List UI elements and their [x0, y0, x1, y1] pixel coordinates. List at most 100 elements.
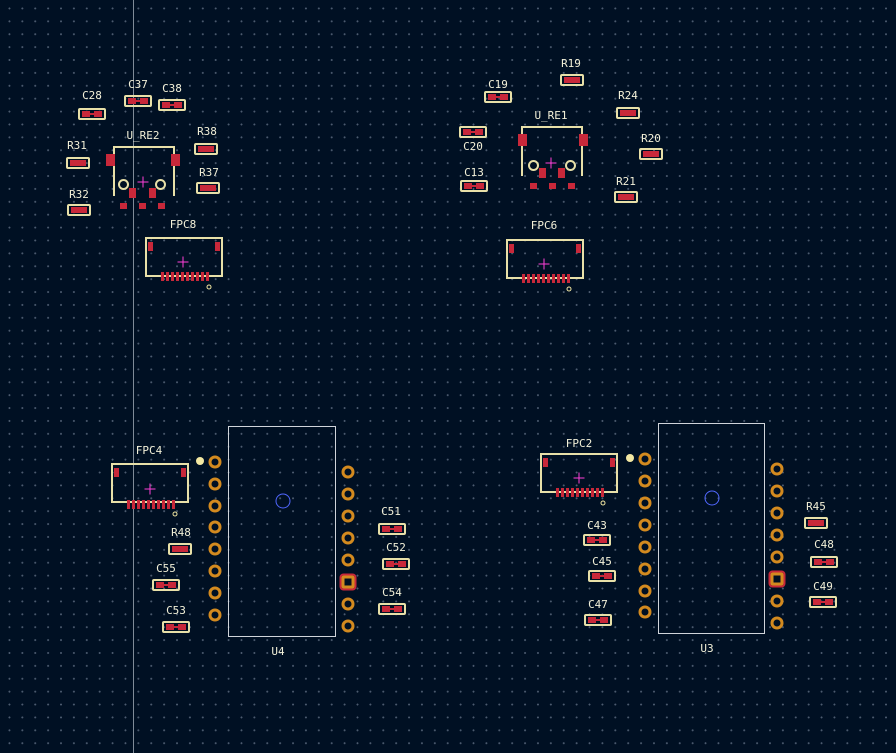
ref-C37: C37: [128, 78, 148, 91]
resistor-R24[interactable]: [616, 107, 640, 119]
pin1-marker-FPC8: [206, 284, 212, 290]
resistor-R48[interactable]: [168, 543, 192, 555]
through-hole-pad[interactable]: [770, 528, 784, 542]
ref-C52: C52: [386, 541, 406, 554]
origin-marker-U_RE1: [545, 157, 557, 169]
through-hole-pad[interactable]: [638, 540, 652, 554]
ref-C43: C43: [587, 519, 607, 532]
ref-R24: R24: [618, 89, 638, 102]
ref-R37: R37: [199, 166, 219, 179]
ref-U_RE2: U_RE2: [126, 129, 160, 142]
through-hole-pad[interactable]: [341, 597, 355, 611]
ref-C47: C47: [588, 598, 608, 611]
through-hole-pad[interactable]: [770, 484, 784, 498]
ref-R21: R21: [616, 175, 636, 188]
ref-C53: C53: [166, 604, 186, 617]
through-hole-pad[interactable]: [638, 496, 652, 510]
through-hole-pad[interactable]: [638, 562, 652, 576]
ref-R32: R32: [69, 188, 89, 201]
capacitor-C55[interactable]: [152, 579, 180, 591]
ref-U3: U3: [700, 642, 714, 655]
capacitor-C20[interactable]: [459, 126, 487, 138]
module-U4[interactable]: [228, 426, 336, 637]
connector-FPC8[interactable]: [145, 237, 223, 287]
ref-C55: C55: [156, 562, 176, 575]
through-hole-pad[interactable]: [341, 553, 355, 567]
through-hole-pad[interactable]: [341, 531, 355, 545]
ref-R20: R20: [641, 132, 661, 145]
ref-U_RE1: U_RE1: [534, 109, 568, 122]
resistor-R37[interactable]: [196, 182, 220, 194]
ref-R38: R38: [197, 125, 217, 138]
rotary-encoder-U_RE2[interactable]: [106, 146, 180, 212]
capacitor-C47[interactable]: [584, 614, 612, 626]
through-hole-pad[interactable]: [341, 509, 355, 523]
capacitor-C43[interactable]: [583, 534, 611, 546]
ref-C54: C54: [382, 586, 402, 599]
capacitor-C51[interactable]: [378, 523, 406, 535]
through-hole-pad-square[interactable]: [339, 573, 357, 591]
through-hole-pad[interactable]: [770, 462, 784, 476]
pin1-marker-U4: [196, 457, 204, 465]
ref-C20: C20: [463, 140, 483, 153]
through-hole-pad[interactable]: [638, 452, 652, 466]
ref-C49: C49: [813, 580, 833, 593]
capacitor-C28[interactable]: [78, 108, 106, 120]
resistor-R45[interactable]: [804, 517, 828, 529]
through-hole-pad[interactable]: [208, 455, 222, 469]
rotary-encoder-U_RE1[interactable]: [516, 126, 588, 192]
through-hole-pad[interactable]: [770, 506, 784, 520]
capacitor-C52[interactable]: [382, 558, 410, 570]
through-hole-pad[interactable]: [341, 487, 355, 501]
ref-C19: C19: [488, 78, 508, 91]
through-hole-pad[interactable]: [341, 465, 355, 479]
module-U3[interactable]: [658, 423, 765, 634]
resistor-R38[interactable]: [194, 143, 218, 155]
capacitor-C38[interactable]: [158, 99, 186, 111]
connector-FPC2[interactable]: [540, 453, 618, 503]
through-hole-pad[interactable]: [770, 594, 784, 608]
through-hole-pad[interactable]: [638, 518, 652, 532]
capacitor-C49[interactable]: [809, 596, 837, 608]
through-hole-pad[interactable]: [770, 616, 784, 630]
resistor-R32[interactable]: [67, 204, 91, 216]
origin-marker-FPC2: [573, 472, 585, 484]
resistor-R21[interactable]: [614, 191, 638, 203]
through-hole-pad[interactable]: [208, 520, 222, 534]
ref-FPC4: FPC4: [135, 444, 163, 457]
pin1-marker-U3: [626, 454, 634, 462]
origin-marker-U_RE2: [137, 176, 149, 188]
through-hole-pad[interactable]: [208, 564, 222, 578]
ref-FPC8: FPC8: [169, 218, 197, 231]
through-hole-pad[interactable]: [208, 608, 222, 622]
through-hole-pad[interactable]: [770, 550, 784, 564]
through-hole-pad[interactable]: [208, 477, 222, 491]
ref-R31: R31: [67, 139, 87, 152]
pin1-marker-FPC4: [172, 511, 178, 517]
through-hole-pad[interactable]: [638, 474, 652, 488]
resistor-R20[interactable]: [639, 148, 663, 160]
capacitor-C45[interactable]: [588, 570, 616, 582]
connector-FPC4[interactable]: [111, 463, 189, 513]
connector-FPC6[interactable]: [506, 239, 584, 289]
origin-marker-FPC8: [177, 256, 189, 268]
through-hole-pad[interactable]: [638, 605, 652, 619]
capacitor-C53[interactable]: [162, 621, 190, 633]
capacitor-C13[interactable]: [460, 180, 488, 192]
through-hole-pad[interactable]: [208, 542, 222, 556]
resistor-R19[interactable]: [560, 74, 584, 86]
ref-R19: R19: [561, 57, 581, 70]
through-hole-pad[interactable]: [341, 619, 355, 633]
resistor-R31[interactable]: [66, 157, 90, 169]
through-hole-pad[interactable]: [208, 499, 222, 513]
capacitor-C54[interactable]: [378, 603, 406, 615]
through-hole-pad[interactable]: [208, 586, 222, 600]
ref-R48: R48: [171, 526, 191, 539]
capacitor-C37[interactable]: [124, 95, 152, 107]
through-hole-pad-square[interactable]: [768, 570, 786, 588]
capacitor-C19[interactable]: [484, 91, 512, 103]
capacitor-C48[interactable]: [810, 556, 838, 568]
through-hole-pad[interactable]: [638, 584, 652, 598]
